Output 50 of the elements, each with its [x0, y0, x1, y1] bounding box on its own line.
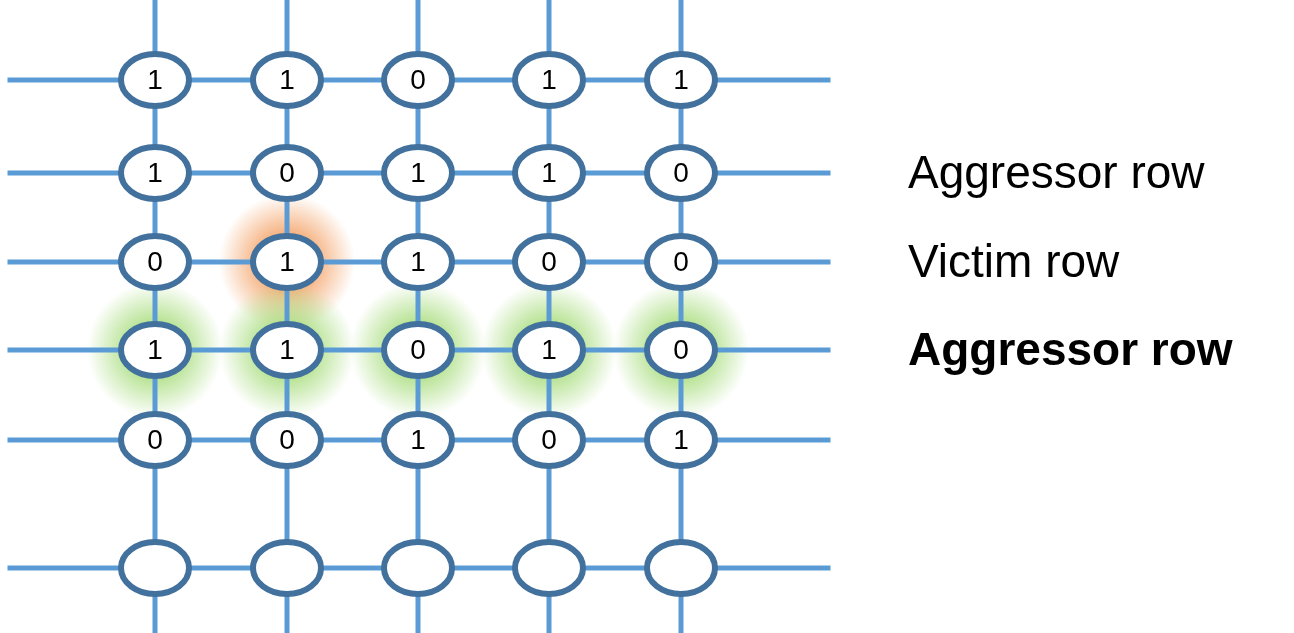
bit-value: 0 — [410, 336, 426, 364]
memory-cell — [644, 51, 718, 109]
memory-cell — [512, 144, 586, 202]
memory-cell — [512, 411, 586, 469]
bit-value: 0 — [279, 426, 295, 454]
bit-value: 0 — [279, 159, 295, 187]
bit-value: 1 — [410, 426, 426, 454]
bit-value: 1 — [673, 426, 689, 454]
bit-value: 1 — [541, 336, 557, 364]
bit-value: 1 — [410, 159, 426, 187]
memory-cell — [644, 539, 718, 597]
memory-cell — [118, 233, 192, 291]
memory-cell — [512, 233, 586, 291]
memory-cell — [381, 144, 455, 202]
memory-cell — [250, 51, 324, 109]
bit-value: 1 — [673, 66, 689, 94]
memory-cell — [644, 233, 718, 291]
bit-value: 1 — [147, 336, 163, 364]
bit-value: 0 — [147, 426, 163, 454]
bit-value: 0 — [541, 426, 557, 454]
bit-value: 0 — [541, 248, 557, 276]
memory-cell — [644, 411, 718, 469]
bit-value: 1 — [147, 159, 163, 187]
bit-value: 1 — [279, 336, 295, 364]
memory-cell — [118, 144, 192, 202]
memory-cell — [381, 539, 455, 597]
memory-cell — [118, 51, 192, 109]
bit-value: 1 — [279, 248, 295, 276]
memory-cell — [118, 411, 192, 469]
memory-cell — [250, 539, 324, 597]
memory-cell — [512, 51, 586, 109]
bit-value: 1 — [541, 159, 557, 187]
bit-value: 0 — [673, 159, 689, 187]
memory-cell — [250, 144, 324, 202]
bit-value: 0 — [673, 336, 689, 364]
bit-value: 0 — [410, 66, 426, 94]
bit-value: 0 — [673, 248, 689, 276]
memory-cell — [381, 233, 455, 291]
memory-cell — [512, 539, 586, 597]
bit-value: 1 — [279, 66, 295, 94]
memory-cell — [118, 539, 192, 597]
memory-cell — [381, 411, 455, 469]
bit-value: 1 — [541, 66, 557, 94]
memory-cell — [250, 411, 324, 469]
row-label: Victim row — [908, 238, 1120, 284]
memory-cell — [381, 51, 455, 109]
bit-value: 0 — [147, 248, 163, 276]
bit-value: 1 — [410, 248, 426, 276]
bit-value: 1 — [147, 66, 163, 94]
memory-cell — [644, 144, 718, 202]
